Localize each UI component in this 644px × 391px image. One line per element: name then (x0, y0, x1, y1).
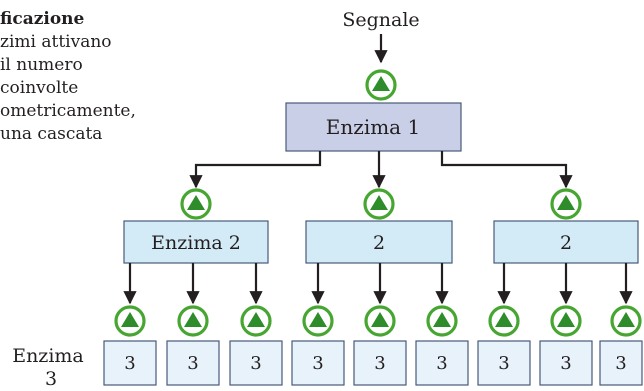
activation-icon (364, 305, 396, 337)
activation-icon (610, 305, 642, 337)
activation-icon (180, 188, 212, 220)
caption-line: ometricamente, (0, 101, 136, 121)
enzyme-2-label: 2 (560, 232, 572, 254)
enzyme-3-label: 3 (312, 353, 323, 374)
enzyme-2-label: Enzima 2 (151, 232, 241, 254)
activation-icon (177, 305, 209, 337)
activation-icon (302, 305, 334, 337)
enzyme-3-box: 3 (103, 340, 157, 386)
enzyme-3-label: 3 (374, 353, 385, 374)
enzyme-3-box: 3 (599, 340, 643, 386)
enzyme-3-side-label-line: 3 (45, 368, 57, 390)
enzyme-3-box: 3 (291, 340, 345, 386)
enzyme-3-label: 3 (436, 353, 447, 374)
enzyme-2-label: 2 (373, 232, 385, 254)
caption-line: il numero (0, 55, 83, 75)
activation-icon (363, 188, 395, 220)
enzyme-3-side-label-line: Enzima (12, 345, 84, 367)
activation-icon (550, 188, 582, 220)
enzyme-3-box: 3 (477, 340, 531, 386)
activation-icon (426, 305, 458, 337)
enzyme-3-box: 3 (415, 340, 469, 386)
enzyme-2-box: Enzima 2 (123, 220, 269, 264)
caption-line: una cascata (0, 124, 103, 144)
activation-icon (550, 305, 582, 337)
enzyme-2-box: 2 (493, 220, 639, 264)
enzyme-3-box: 3 (166, 340, 220, 386)
enzyme-3-label: 3 (560, 353, 571, 374)
branch-arrow (189, 151, 322, 189)
activation-icon (488, 305, 520, 337)
activation-icon (365, 69, 397, 101)
branch-arrow (440, 151, 573, 189)
caption-line: zimi attivano (0, 32, 112, 52)
enzyme-1-label: Enzima 1 (326, 115, 420, 139)
enzyme-3-label: 3 (124, 353, 135, 374)
activation-icons (114, 69, 642, 337)
caption-title: ficazione (0, 9, 85, 29)
enzyme-2-box: 2 (305, 220, 453, 264)
enzyme-1-box: Enzima 1 (285, 102, 462, 152)
arrows (123, 34, 633, 305)
enzyme-3-label: 3 (615, 353, 626, 374)
enzyme-3-label: 3 (498, 353, 509, 374)
enzyme-3-side-label: Enzima 3 (12, 345, 90, 390)
enzyme-3-box: 3 (353, 340, 407, 386)
caption-text: ficazione zimi attivano il numero coinvo… (0, 8, 180, 146)
enzyme-3-label: 3 (187, 353, 198, 374)
enzyme-3-label: 3 (250, 353, 261, 374)
enzyme-3-box: 3 (229, 340, 283, 386)
signal-label: Segnale (342, 9, 419, 31)
enzyme-3-box: 3 (539, 340, 593, 386)
activation-icon (240, 305, 272, 337)
activation-icon (114, 305, 146, 337)
caption-line: coinvolte (0, 78, 79, 98)
